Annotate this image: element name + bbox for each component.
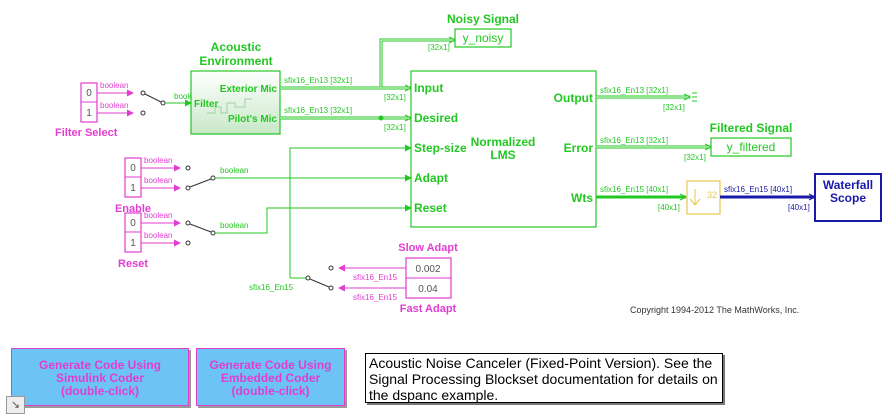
acoustic-env-in-label: Filter [194,99,219,110]
reset-value-1: 1 [130,238,136,249]
fast-sig-label: sfix16_En15 [353,293,398,302]
down-arrow-icon [689,189,701,206]
filter-select-label: Filter Select [55,127,118,139]
lms-port-desired: Desired [414,111,458,125]
lms-name-1: Normalized [471,135,536,149]
btn1-line2: Simulink Coder [55,371,144,385]
pilot-sig-label: sfix16_En13 [32x1] [284,106,352,115]
filter-select-sig0: boolean [100,81,128,90]
slow-adapt-value: 0.002 [415,264,440,275]
enable-label: Enable [115,203,151,215]
reset-sig0: boolean [144,211,172,220]
enable-switch[interactable] [185,165,216,191]
lms-name-2: LMS [490,148,515,162]
fast-adapt-value: 0.04 [418,284,438,295]
btn2-line2: Embedded Coder [220,371,321,385]
y-filtered-block[interactable] [710,137,792,157]
filter-select-out-sig: boolean [174,92,202,101]
wts-sig-label: sfix16_En15 [40x1] [600,185,668,194]
error-dim-label: [32x1] [684,153,706,162]
downsample-factor: 32 [707,190,717,200]
model-browser-icon[interactable]: ↘ [6,396,25,414]
step-sig-label: sfix16_En15 [249,283,294,292]
lms-port-error: Error [564,141,594,155]
lms-port-input: Input [414,81,443,95]
enable-sig1: boolean [144,176,172,185]
waterfall-scope-block[interactable] [814,173,882,222]
exterior-sig-label: sfix16_En13 [32x1] [284,76,352,85]
generate-simulink-coder-button[interactable]: Generate Code Using Simulink Coder (doub… [11,348,189,406]
output-sig-label: sfix16_En13 [32x1] [600,86,668,95]
reset-value-0: 0 [130,218,136,229]
enable-value-0: 0 [130,163,136,174]
output-dim-label: [32x1] [663,103,685,112]
waterfall-label-2: Scope [830,191,866,205]
desired-dim-label: [32x1] [384,123,406,132]
acoustic-env-title-1: Acoustic [211,40,262,54]
y-noisy-label: y_noisy [463,31,504,45]
copyright-text: Copyright 1994-2012 The MathWorks, Inc. [630,305,799,315]
filter-select-sig1: boolean [100,101,128,110]
waveform-icon [207,98,252,114]
y-filtered-label: y_filtered [727,140,776,154]
reset-sig1: boolean [144,231,172,240]
noisy-dim-label: [32x1] [428,43,450,52]
lms-port-wts: Wts [571,191,593,205]
acoustic-env-out1: Exterior Mic [220,84,278,95]
reset-out-sig: boolean [220,221,248,230]
ds-out-sig-label: sfix16_En15 [40x1] [724,185,792,194]
step-size-switch[interactable] [305,265,334,291]
slow-sig-label: sfix16_En15 [353,273,398,282]
reset-label: Reset [118,258,148,270]
acoustic-env-title-2: Environment [199,54,272,68]
error-sig-label: sfix16_En13 [32x1] [600,136,668,145]
wts-dim-label: [40x1] [658,203,680,212]
filter-select-switch[interactable] [140,90,166,116]
lms-port-adapt: Adapt [414,171,448,185]
enable-sig0: boolean [144,156,172,165]
slow-adapt-label: Slow Adapt [398,242,458,254]
btn1-line1: Generate Code Using [38,358,162,372]
acoustic-env-out2: Pilot's Mic [228,114,277,125]
filtered-signal-title: Filtered Signal [710,121,793,135]
btn2-line1: Generate Code Using [209,358,332,372]
ds-out-dim-label: [40x1] [788,203,810,212]
enable-out-sig: boolean [220,166,248,175]
btn1-line3: (double-click) [60,384,139,398]
enable-value-1: 1 [130,183,136,194]
filter-select-value-0: 0 [86,88,92,99]
lms-port-reset: Reset [414,201,447,215]
description-note: Acoustic Noise Canceler (Fixed-Point Ver… [365,353,723,403]
fast-adapt-label: Fast Adapt [400,303,457,315]
y-noisy-block[interactable] [454,28,512,48]
reset-switch[interactable] [185,220,216,246]
btn2-line3: (double-click) [231,384,310,398]
lms-port-step-size: Step-size [414,141,467,155]
filter-select-value-1: 1 [86,108,92,119]
waterfall-label-1: Waterfall [823,178,873,192]
input-dim-label: [32x1] [384,93,406,102]
noisy-signal-title: Noisy Signal [447,12,519,26]
generate-embedded-coder-button[interactable]: Generate Code Using Embedded Coder (doub… [196,348,345,406]
lms-port-output: Output [554,91,593,105]
